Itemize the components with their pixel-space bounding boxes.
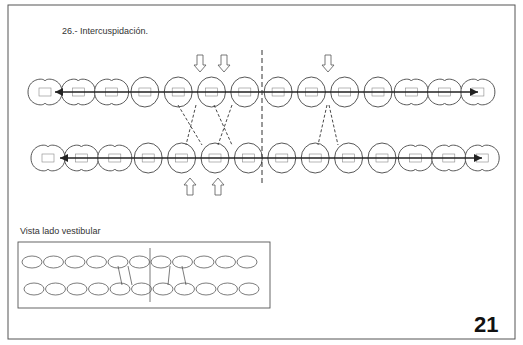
midline [150,248,151,302]
arrow-head [55,88,63,96]
tooth-outline [175,283,195,295]
arch-line [55,91,478,92]
pointer-arrow [218,55,230,72]
pointer-arrow [322,55,334,72]
arrow-head [474,154,482,162]
contact-line [178,105,202,145]
midline [262,50,263,185]
contact-line [329,105,338,145]
arrow-head [470,88,478,96]
tooth-outline [130,256,150,268]
tooth-outline [173,256,193,268]
view-frame [18,242,270,308]
tooth-detail [39,88,51,96]
tooth-outline [31,145,65,171]
tooth-outline [216,256,236,268]
tooth-outline [194,256,214,268]
contact-line [118,266,122,285]
tooth-outline [67,283,87,295]
tooth-outline [28,79,62,105]
tooth-outline [87,256,107,268]
pointer-arrow [184,178,196,195]
pointer-arrow [212,178,224,195]
slide-title: 26.- Intercuspidación. [62,26,148,36]
tooth-outline [196,283,216,295]
slide-border [8,5,515,339]
contact-line [182,266,186,285]
pointer-arrow [194,55,206,72]
contact-line [218,105,232,145]
tooth-outline [151,256,171,268]
arch-line [60,157,482,158]
contact-line [128,266,132,285]
contact-line [318,105,327,145]
contact-line [214,105,232,145]
tooth-detail [42,154,54,162]
tooth-outline [110,283,130,295]
tooth-outline [65,256,85,268]
tooth-outline [239,283,259,295]
tooth-outline [44,256,64,268]
view-label: Vista lado vestibular [20,226,100,236]
tooth-outline [218,283,238,295]
tooth-outline [89,283,109,295]
tooth-outline [22,256,42,268]
tooth-outline [46,283,66,295]
contact-line [186,105,196,145]
tooth-outline [153,283,173,295]
arrow-head [60,154,68,162]
tooth-outline [24,283,44,295]
tooth-outline [237,256,257,268]
page-number: 21 [474,312,498,338]
tooth-outline [132,283,152,295]
contact-line [168,266,170,285]
